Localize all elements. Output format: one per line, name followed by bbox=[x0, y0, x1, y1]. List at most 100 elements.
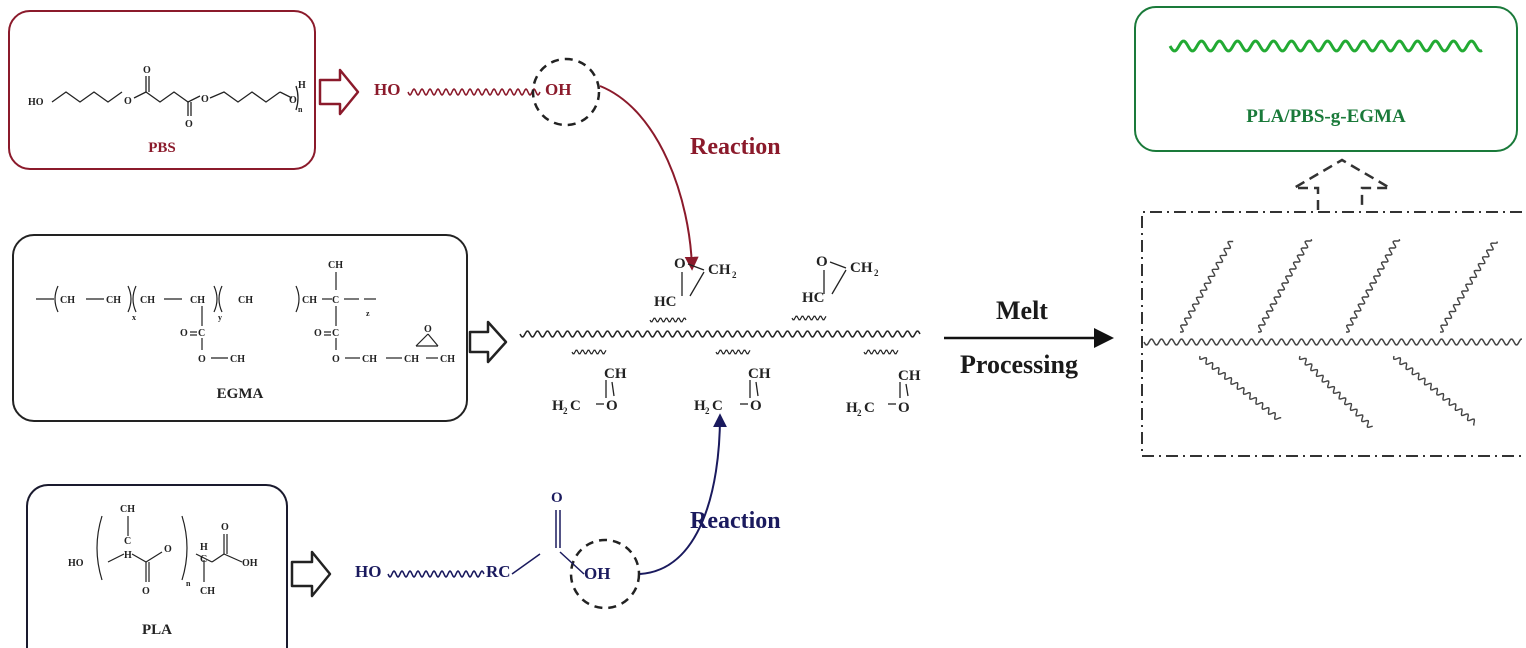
product-backbone-wave bbox=[1143, 338, 1522, 346]
pla-label: PLA bbox=[142, 622, 172, 638]
svg-text:CH: CH bbox=[708, 262, 731, 278]
reaction-bottom-arrow bbox=[639, 413, 727, 575]
graft-branch-chain bbox=[1257, 239, 1313, 333]
pla-n-sub: n bbox=[186, 579, 191, 588]
pla-h-1: H bbox=[124, 550, 132, 561]
svg-text:2: 2 bbox=[857, 408, 862, 418]
lower-epoxide-3: CH H 2 C O bbox=[846, 349, 921, 418]
egma-backbone-wave bbox=[519, 330, 921, 338]
pla-o-3: O bbox=[221, 522, 229, 533]
upper-epoxide-2: O CH 2 HC bbox=[791, 254, 879, 321]
egma-o-1: O bbox=[180, 328, 188, 339]
upper-epoxide-1: O CH 2 HC bbox=[649, 256, 737, 323]
svg-text:CH: CH bbox=[850, 260, 873, 276]
svg-text:HC: HC bbox=[654, 294, 677, 310]
pla-h-2: H bbox=[200, 542, 208, 553]
lower-epoxide-2: CH H 2 C O bbox=[694, 349, 771, 416]
pbs-n-subscript: n bbox=[298, 105, 303, 114]
svg-text:CH: CH bbox=[898, 368, 921, 384]
egma-hollow-arrow bbox=[468, 320, 508, 364]
processing-label: Processing bbox=[960, 350, 1078, 379]
product-box: PLA/PBS-g-EGMA bbox=[1134, 6, 1518, 152]
egma-label: EGMA bbox=[216, 386, 264, 402]
svg-text:H: H bbox=[846, 400, 858, 416]
pla-chain-wave bbox=[387, 570, 485, 578]
product-chain-wave bbox=[1168, 39, 1483, 53]
egma-ch3-2: CH bbox=[328, 260, 343, 271]
egma-o-5: O bbox=[424, 324, 432, 335]
pla-chain-ho: HO bbox=[355, 562, 382, 581]
pla-c-1: C bbox=[124, 536, 131, 547]
graft-branch-chain bbox=[1298, 355, 1373, 429]
egma-ch2-3: CH bbox=[140, 295, 155, 306]
pbs-structure: HO O O O O O H n bbox=[28, 65, 306, 130]
pbs-chain-ho: HO bbox=[374, 80, 401, 99]
egma-ch2-4: CH bbox=[238, 295, 253, 306]
egma-ch2-7: CH bbox=[440, 354, 455, 365]
pbs-box: HO O O O O O H n PBS bbox=[8, 10, 316, 170]
egma-ch-1: CH bbox=[190, 295, 205, 306]
reaction-top-label: Reaction bbox=[690, 134, 781, 160]
svg-text:O: O bbox=[816, 254, 828, 270]
svg-text:2: 2 bbox=[705, 406, 710, 416]
egma-ch-2: CH bbox=[404, 354, 419, 365]
graft-branch-chain bbox=[1198, 355, 1282, 420]
svg-text:O: O bbox=[898, 400, 910, 416]
egma-ch2-2: CH bbox=[106, 295, 121, 306]
pla-hollow-arrow bbox=[290, 550, 332, 598]
pbs-o-carbonyl2: O bbox=[185, 119, 193, 130]
egma-c-1: C bbox=[198, 328, 205, 339]
egma-box: CH CH x CH CH y CH C O O CH CH C CH z C … bbox=[12, 234, 468, 422]
pbs-o-carbonyl1: O bbox=[143, 65, 151, 76]
product-wave bbox=[1168, 39, 1483, 53]
pla-o-1: O bbox=[142, 586, 150, 597]
pla-ch3-1: CH bbox=[120, 504, 135, 515]
svg-text:H: H bbox=[694, 398, 706, 414]
svg-text:O: O bbox=[750, 398, 762, 414]
pbs-o-end: O bbox=[289, 95, 297, 106]
pbs-h-end: H bbox=[298, 80, 306, 91]
svg-text:C: C bbox=[864, 400, 875, 416]
egma-y-sub: y bbox=[218, 313, 222, 322]
svg-text:C: C bbox=[712, 398, 723, 414]
pla-ch3-2: CH bbox=[200, 586, 215, 597]
melt-label: Melt bbox=[996, 296, 1048, 325]
egma-o-2: O bbox=[198, 354, 206, 365]
pbs-chain-oh: OH bbox=[545, 80, 572, 99]
egma-ch2-6: CH bbox=[362, 354, 377, 365]
pbs-o-ester2: O bbox=[201, 94, 209, 105]
pbs-chain-wave bbox=[407, 88, 541, 96]
svg-text:C: C bbox=[570, 398, 581, 414]
egma-x-sub: x bbox=[132, 313, 136, 322]
graft-branch-chain bbox=[1392, 355, 1476, 426]
egma-ch3-1: CH bbox=[230, 354, 245, 365]
reaction-top-arrow bbox=[599, 85, 699, 271]
pbs-o-ester1: O bbox=[124, 96, 132, 107]
svg-text:2: 2 bbox=[563, 406, 568, 416]
graft-branches bbox=[1180, 239, 1498, 429]
graft-frame-dashdot bbox=[1141, 211, 1522, 457]
pla-structure: CH C H HO O O n H C CH O OH bbox=[68, 504, 258, 597]
pla-oh: OH bbox=[242, 558, 258, 569]
product-label: PLA/PBS-g-EGMA bbox=[1246, 106, 1406, 127]
egma-c-2: C bbox=[332, 295, 339, 306]
pbs-label: PBS bbox=[148, 140, 176, 156]
lower-epoxide-1: CH H 2 C O bbox=[552, 349, 627, 416]
svg-text:O: O bbox=[606, 398, 618, 414]
reaction-bottom-label: Reaction bbox=[690, 508, 781, 534]
svg-text:2: 2 bbox=[732, 270, 737, 280]
pla-chain-oh: OH bbox=[584, 564, 611, 583]
pla-ho: HO bbox=[68, 558, 84, 569]
pbs-hollow-arrow bbox=[318, 68, 360, 116]
egma-ch2-5: CH bbox=[302, 295, 317, 306]
graft-branch-chain bbox=[1345, 239, 1401, 333]
egma-z-sub: z bbox=[366, 309, 370, 318]
svg-text:O: O bbox=[674, 256, 686, 272]
svg-text:HC: HC bbox=[802, 290, 825, 306]
pla-carbonyl-o-glyph: O bbox=[551, 490, 563, 506]
egma-c-3: C bbox=[332, 328, 339, 339]
pla-c-2: C bbox=[200, 554, 207, 565]
pla-o-2: O bbox=[164, 544, 172, 555]
egma-ch2-1: CH bbox=[60, 295, 75, 306]
